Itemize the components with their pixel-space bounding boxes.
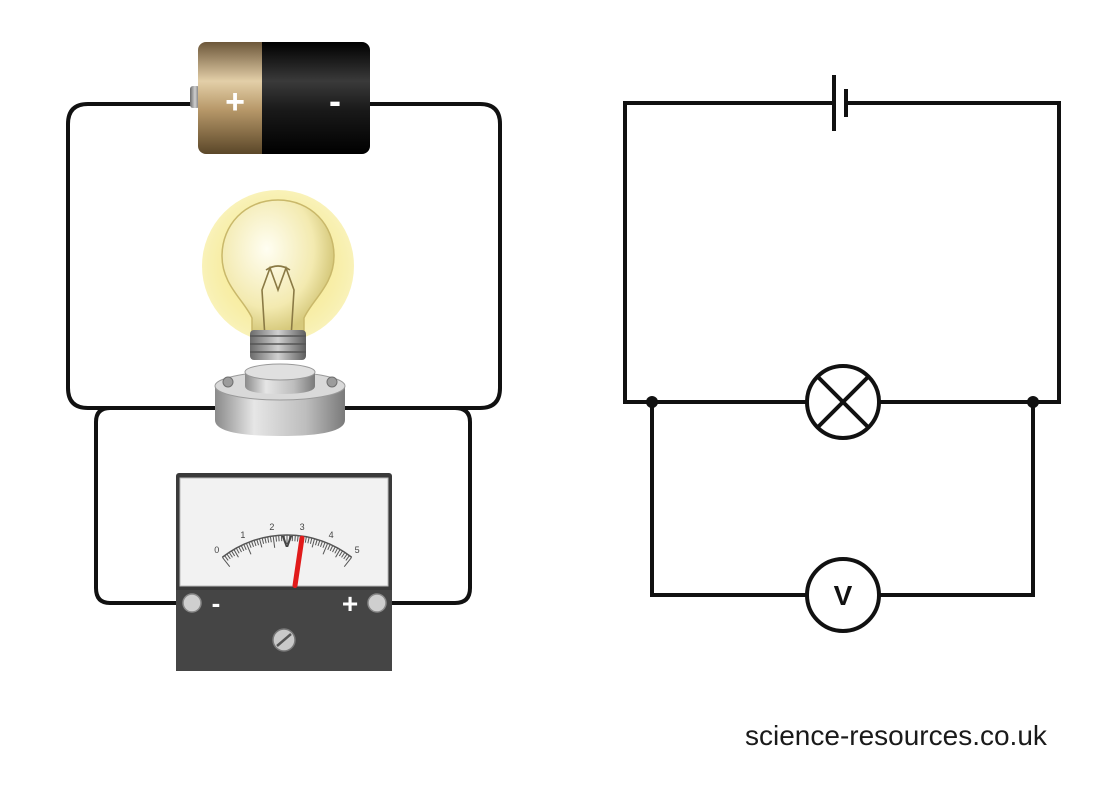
- voltmeter-positive-label: +: [342, 588, 358, 619]
- scale-tick: [267, 536, 270, 543]
- light-bulb: [202, 190, 354, 360]
- scale-tick: [224, 555, 229, 561]
- scale-tick: [251, 541, 255, 547]
- scale-tick: [243, 544, 247, 550]
- scale-tick: [233, 549, 239, 558]
- scale-tick: [322, 543, 329, 555]
- scale-tick: [231, 550, 236, 557]
- voltmeter-needle: [292, 535, 305, 589]
- scale-tick: [296, 535, 299, 542]
- scale-tick: [338, 550, 343, 557]
- scale-tick: [317, 540, 321, 547]
- scale-tick: [322, 541, 326, 548]
- scale-tick: [226, 553, 231, 560]
- scale-tick: [309, 537, 313, 544]
- scale-tick: [245, 543, 252, 555]
- junction-left: [646, 396, 658, 408]
- voltmeter-positive-terminal: [367, 593, 387, 613]
- scale-tick: [315, 539, 318, 546]
- scale-tick: [269, 536, 272, 543]
- scale-tick: [329, 545, 334, 552]
- junction-right: [1027, 396, 1039, 408]
- pictorial-wires: [66, 102, 502, 605]
- battery-positive-label: +: [225, 83, 245, 121]
- circuit-diagram: [623, 101, 1061, 597]
- battery: + -: [190, 42, 370, 154]
- adjustment-screw-icon: [272, 628, 296, 652]
- scale-tick: [228, 552, 233, 558]
- scale-tick: [334, 547, 339, 554]
- scale-tick: [335, 549, 341, 558]
- scale-tick: [272, 535, 276, 548]
- scale-tick: [256, 539, 259, 546]
- scale-tick: [341, 552, 346, 558]
- lamp-symbol: [805, 364, 881, 440]
- credit-text: science-resources.co.uk: [745, 720, 1047, 751]
- voltmeter-negative-label: -: [212, 588, 221, 618]
- scale-label: 0: [214, 545, 219, 555]
- scale-tick: [332, 546, 336, 553]
- scale-label: 5: [355, 545, 360, 555]
- scale-tick: [261, 537, 265, 544]
- scale-tick: [327, 544, 331, 550]
- scale-tick: [319, 541, 323, 547]
- scale-tick: [221, 556, 231, 568]
- scale-label: 1: [240, 530, 245, 540]
- voltmeter-negative-terminal: [182, 593, 202, 613]
- scale-tick: [275, 535, 278, 542]
- scale-tick: [258, 538, 263, 548]
- scale-label: 3: [300, 522, 305, 532]
- scale-tick: [345, 555, 350, 561]
- battery-negative-label: -: [329, 80, 341, 121]
- scale-tick: [253, 540, 257, 547]
- scale-label: 2: [269, 522, 274, 532]
- scale-tick: [235, 547, 240, 554]
- scale-tick: [238, 546, 242, 553]
- scale-tick: [304, 536, 307, 543]
- scale-tick: [307, 537, 310, 544]
- voltmeter-symbol-label: V: [834, 580, 853, 611]
- scale-tick: [311, 538, 316, 548]
- voltmeter-scale: 0 1 2 3 4 5: [214, 522, 360, 568]
- voltmeter-unit-label: V: [282, 534, 293, 551]
- cell-symbol: [832, 75, 848, 131]
- voltmeter-device: 0 1 2 3 4 5 V - +: [176, 473, 392, 671]
- scale-label: 4: [329, 530, 334, 540]
- scale-tick: [343, 556, 353, 568]
- bulb-holder: [214, 363, 346, 436]
- scale-tick: [343, 553, 348, 560]
- scale-tick: [248, 541, 252, 548]
- voltmeter-symbol: V: [805, 557, 881, 633]
- scale-tick: [264, 537, 267, 544]
- scale-tick: [240, 545, 245, 552]
